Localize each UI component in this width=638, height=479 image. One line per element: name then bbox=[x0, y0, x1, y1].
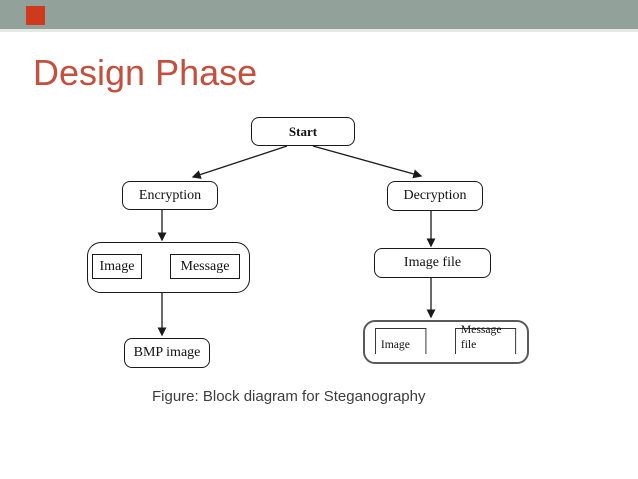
slide-top-band bbox=[0, 0, 638, 32]
arrow-start-to-decryption bbox=[312, 145, 423, 179]
node-encryption-image: Image bbox=[92, 254, 142, 279]
page-title: Design Phase bbox=[33, 52, 258, 93]
node-encryption-message: Message bbox=[170, 254, 240, 279]
arrow-start-to-encryption bbox=[191, 145, 288, 179]
node-decryption-message-file: Message file bbox=[455, 322, 517, 354]
node-decryption-image: Image bbox=[375, 328, 427, 354]
node-start: Start bbox=[251, 117, 355, 146]
accent-square bbox=[26, 6, 45, 25]
node-image-file: Image file bbox=[374, 248, 491, 278]
node-encryption: Encryption bbox=[122, 181, 218, 210]
figure-caption: Figure: Block diagram for Steganography bbox=[152, 388, 426, 405]
node-bmp-image: BMP image bbox=[124, 338, 210, 368]
node-decryption: Decryption bbox=[387, 181, 483, 211]
